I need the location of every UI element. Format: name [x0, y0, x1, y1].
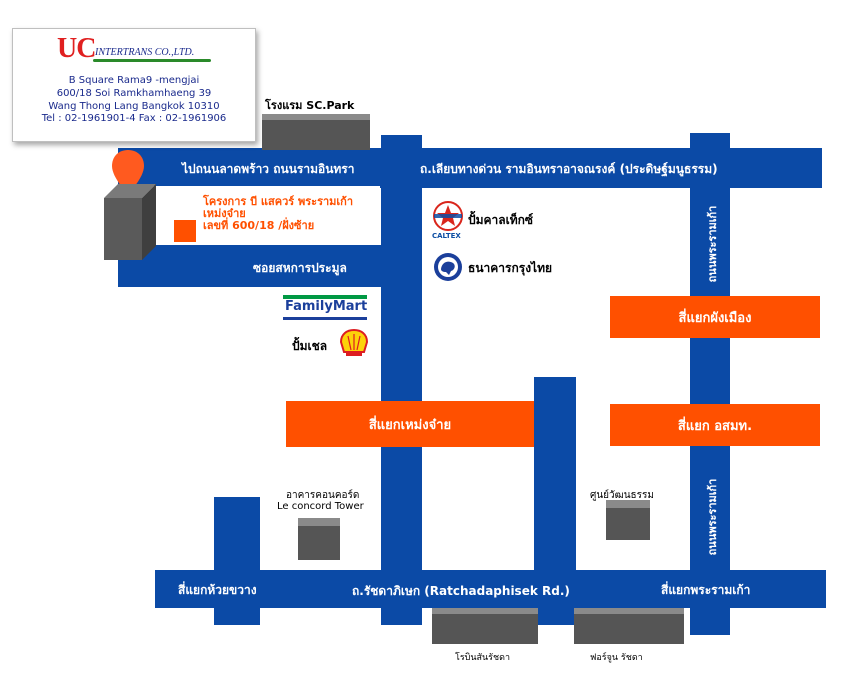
- landmark-ktb-label: ธนาคารกรุงไทย: [468, 261, 553, 275]
- cultural-center-building-icon: [606, 500, 650, 540]
- caltex-logo-icon: [433, 201, 463, 231]
- road-label-rama9-upper: ถนนพระรามเก้า: [706, 205, 719, 283]
- landmark-sc-park-label: โรงแรม SC.Park: [265, 99, 355, 112]
- fortune-building-icon: [574, 608, 684, 644]
- road-label-soi: ซอยสหการประมูล: [253, 261, 347, 275]
- company-card: UC INTERTRANS CO.,LTD. B Square Rama9 -m…: [12, 28, 256, 142]
- landmark-concord-th: อาคารคอนคอร์ด: [286, 490, 360, 501]
- road-soi-sahakarn: [118, 245, 398, 287]
- contact-line: Tel : 02-1961901-4 Fax : 02-1961906: [41, 113, 227, 124]
- project-marker-square: [174, 220, 196, 242]
- logo-uc: UC: [57, 33, 96, 64]
- landmark-caltex-label: ปั้มคาลเท็กซ์: [468, 213, 534, 227]
- familymart-top-stripe: [283, 295, 367, 299]
- road-vertical-right: [690, 133, 730, 635]
- familymart-bottom-stripe: [283, 317, 367, 320]
- road-ratchadaphisek: [155, 570, 826, 608]
- familymart-logo: FamilyMart: [283, 295, 367, 321]
- road-vertical-main: [381, 135, 422, 625]
- robinson-building-icon: [432, 608, 538, 644]
- landmark-cultural-center: ศูนย์วัฒนธรรม: [590, 490, 654, 501]
- junction-rama9: สี่แยกพระรามเก้า: [661, 583, 751, 597]
- address-line-3: Wang Thong Lang Bangkok 10310: [48, 101, 220, 112]
- landmark-fortune: ฟอร์จูน รัชดา: [590, 653, 643, 663]
- logo-swoosh: [93, 59, 211, 62]
- concord-building-icon: [298, 518, 340, 560]
- caltex-brand-text: CALTEX: [432, 232, 461, 240]
- shell-logo-icon: [339, 328, 369, 356]
- address-line-1: B Square Rama9 -mengjai: [68, 75, 200, 86]
- project-label: โครงการ บี แสควร์ พระรามเก้า เหม่งจ๋าย เ…: [203, 196, 353, 232]
- road-top-right: [380, 148, 822, 188]
- sc-park-building-icon: [262, 114, 370, 150]
- road-label-ratchadaphisek: ถ.รัชดาภิเษก (Ratchadaphisek Rd.): [352, 584, 570, 598]
- landmark-concord-en: Le concord Tower: [277, 501, 364, 512]
- company-logo: UC INTERTRANS CO.,LTD.: [57, 33, 217, 65]
- junction-phang-mueang: สี่แยกผังเมือง: [610, 296, 820, 338]
- landmark-robinson: โรบินสันรัชดา: [455, 653, 511, 663]
- ktb-bank-logo-icon: [434, 253, 462, 281]
- project-line-2: เหม่งจ๋าย: [203, 207, 246, 220]
- road-label-top-left: ไปถนนลาดพร้าว ถนนรามอินทรา: [182, 162, 355, 176]
- location-pin-icon: [112, 150, 144, 194]
- road-label-rama9-lower: ถนนพระรามเก้า: [706, 478, 719, 556]
- junction-meng-jai: สี่แยกเหม่งจ๋าย: [286, 401, 534, 447]
- project-line-3: เลขที่ 600/18 /ฝั่งซ้าย: [203, 219, 315, 232]
- junction-osmt: สี่แยก อสมท.: [610, 404, 820, 446]
- landmark-shell-label: ปั้มเชล: [292, 339, 328, 353]
- road-label-top-right: ถ.เลียบทางด่วน รามอินทราอาจณรงค์ (ประดิษ…: [420, 162, 718, 176]
- project-line-1: โครงการ บี แสควร์ พระรามเก้า: [203, 195, 354, 208]
- junction-huai-khwang: สี่แยกห้วยขวาง: [178, 583, 257, 597]
- logo-subtitle: INTERTRANS CO.,LTD.: [95, 47, 195, 58]
- office-building-icon: [104, 184, 156, 260]
- road-top-left: [118, 148, 398, 186]
- familymart-text: FamilyMart: [285, 299, 368, 314]
- address-line-2: 600/18 Soi Ramkhamhaeng 39: [56, 88, 212, 99]
